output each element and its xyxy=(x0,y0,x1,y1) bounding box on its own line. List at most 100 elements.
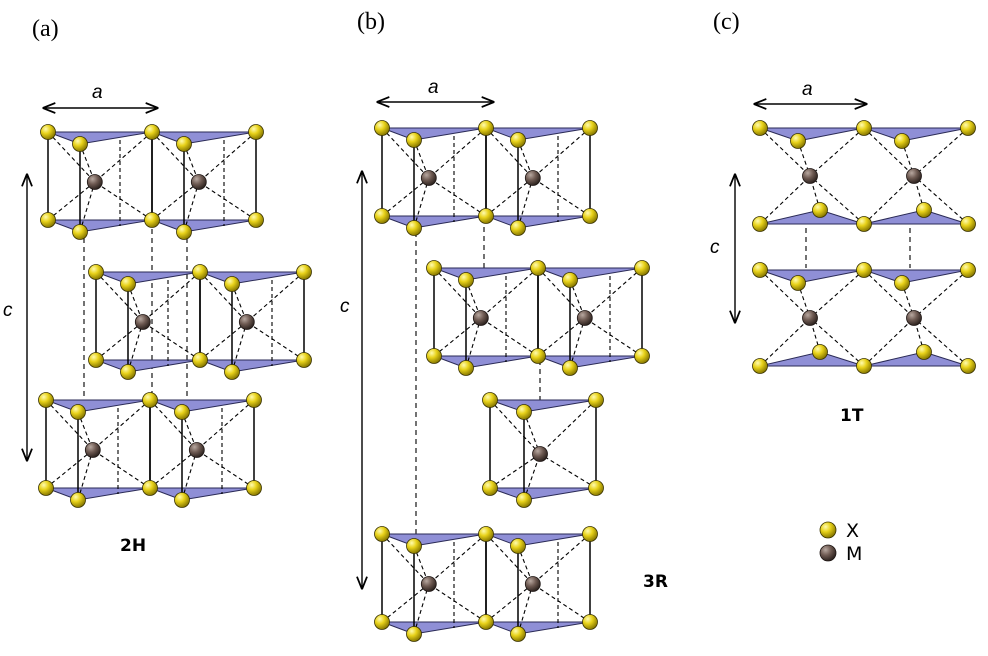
dashed-bond xyxy=(151,181,200,221)
coordination-triangle xyxy=(863,127,969,142)
m-atom xyxy=(238,314,255,330)
x-atom xyxy=(406,220,422,236)
dashed-bond xyxy=(759,317,811,367)
dashed-bond xyxy=(539,399,597,455)
m-atom xyxy=(188,442,205,458)
stacking-guide-lines xyxy=(83,218,911,540)
coordination-triangle xyxy=(95,271,201,285)
dashed-bond xyxy=(92,399,151,451)
x-atom xyxy=(856,120,872,136)
x-atom xyxy=(406,626,422,642)
dashed-bond xyxy=(532,583,591,623)
coordination-triangle xyxy=(95,359,201,373)
coordination-triangle xyxy=(47,219,153,233)
dashed-bond xyxy=(381,583,430,623)
dashed-bond xyxy=(584,267,643,319)
x-atom xyxy=(248,212,264,228)
layer-3r-3 xyxy=(482,392,604,508)
x-atom xyxy=(582,526,598,542)
coordination-triangle xyxy=(537,355,643,369)
dashed-bond xyxy=(199,321,248,361)
dashed-bond xyxy=(809,127,865,177)
x-atom xyxy=(458,272,474,288)
layer-2h-2 xyxy=(88,264,312,380)
dashed-bond xyxy=(485,127,534,179)
x-atom xyxy=(752,358,768,374)
x-atom xyxy=(856,216,872,232)
x-atom xyxy=(174,404,190,420)
dashed-bond xyxy=(428,533,487,585)
x-atom xyxy=(790,275,806,291)
dashed-bond xyxy=(480,317,539,357)
x-atom xyxy=(88,264,104,280)
m-atom xyxy=(420,576,437,592)
dashed-bond xyxy=(537,317,586,357)
x-atom xyxy=(812,202,828,218)
dashed-bond xyxy=(381,127,430,179)
coordination-triangle xyxy=(759,209,865,225)
coordination-triangle xyxy=(381,127,487,141)
x-atom xyxy=(478,614,494,630)
structures xyxy=(38,120,976,642)
dashed-bond xyxy=(381,533,430,585)
coordination-triangle xyxy=(863,351,969,367)
coordination-triangle xyxy=(759,269,865,284)
coordination-triangle xyxy=(149,487,255,501)
dashed-bond xyxy=(127,321,144,373)
dashed-bond xyxy=(433,317,482,357)
dashed-bond xyxy=(517,583,534,635)
x-atom xyxy=(562,272,578,288)
dashed-bond xyxy=(183,181,200,233)
x-atom xyxy=(246,392,262,408)
x-atom xyxy=(482,480,498,496)
legend: X M xyxy=(819,520,862,565)
dashed-bond xyxy=(569,317,586,369)
dashed-bond xyxy=(863,317,915,367)
m-atom xyxy=(86,174,103,190)
x-atom xyxy=(374,120,390,136)
layer-2h-3 xyxy=(38,392,262,508)
dashed-bond xyxy=(532,177,591,217)
dashed-bond xyxy=(413,583,430,635)
dashed-bond xyxy=(381,177,430,217)
a-label-panel-b: a xyxy=(428,77,439,98)
x-atom xyxy=(192,352,208,368)
x-atom xyxy=(960,120,976,136)
polytype-label-3r: 3R xyxy=(643,572,668,592)
dashed-bond xyxy=(480,267,539,319)
x-atom xyxy=(752,262,768,278)
m-atom xyxy=(532,446,548,462)
dashed-bond xyxy=(79,181,96,233)
coordination-triangle xyxy=(45,487,151,501)
dashed-bond xyxy=(77,449,94,501)
x-atom xyxy=(478,526,494,542)
x-atom xyxy=(478,208,494,224)
x-atom xyxy=(752,216,768,232)
x-atom xyxy=(40,212,56,228)
x-atom xyxy=(176,224,192,240)
m-atom xyxy=(84,442,101,458)
dashed-bond xyxy=(523,453,541,501)
x-atom xyxy=(120,276,136,292)
c-label-panel-a: c xyxy=(3,300,13,321)
dashed-bond xyxy=(433,267,482,319)
x-atom xyxy=(296,352,312,368)
m-atom xyxy=(524,576,541,592)
dashed-bond xyxy=(199,271,248,323)
x-atom xyxy=(40,124,56,140)
coordination-triangle xyxy=(433,355,539,369)
dashed-bond xyxy=(198,181,257,221)
x-atom xyxy=(582,208,598,224)
dashed-bond xyxy=(47,181,96,221)
dashed-bond xyxy=(246,321,305,361)
dashed-bond xyxy=(198,131,257,183)
x-atom xyxy=(120,364,136,380)
x-atom xyxy=(144,212,160,228)
legend-m-label: M xyxy=(846,543,862,565)
dashed-bond xyxy=(94,131,153,183)
x-atom xyxy=(426,348,442,364)
x-atom xyxy=(516,404,532,420)
m-atom xyxy=(906,168,922,184)
dashed-bond xyxy=(809,269,865,319)
